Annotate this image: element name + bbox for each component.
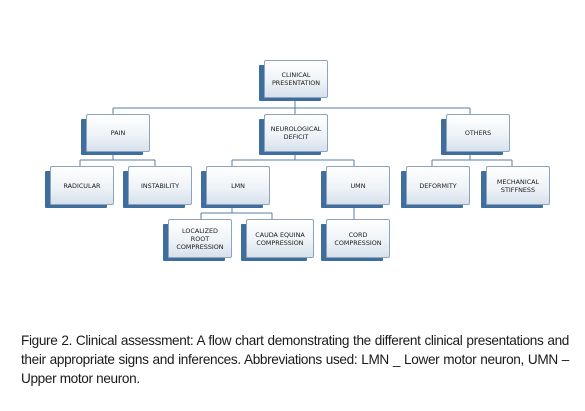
node-others: OTHERS [446, 114, 510, 152]
node-umn: UMN [326, 166, 390, 205]
node-deformity: DEFORMITY [406, 166, 470, 205]
node-mechanical-stiffness: MECHANICAL STIFFNESS [486, 166, 550, 205]
node-pain: PAIN [86, 114, 150, 152]
node-neurological-deficit: NEUROLOGICAL DEFICIT [264, 114, 328, 152]
node-localized-root-compression: LOCALIZED ROOT COMPRESSION [168, 219, 232, 258]
node-radicular: RADICULAR [50, 166, 114, 205]
node-cord-compression: CORD COMPRESSION [326, 219, 390, 258]
node-cauda-equina-compression: CAUDA EQUINA COMPRESSION [246, 219, 314, 258]
figure-caption: Figure 2. Clinical assessment: A flow ch… [21, 333, 569, 386]
node-clinical-presentation: CLINICAL PRESENTATION [264, 60, 328, 98]
node-lmn: LMN [206, 166, 270, 205]
node-instability: INSTABILITY [128, 166, 192, 205]
